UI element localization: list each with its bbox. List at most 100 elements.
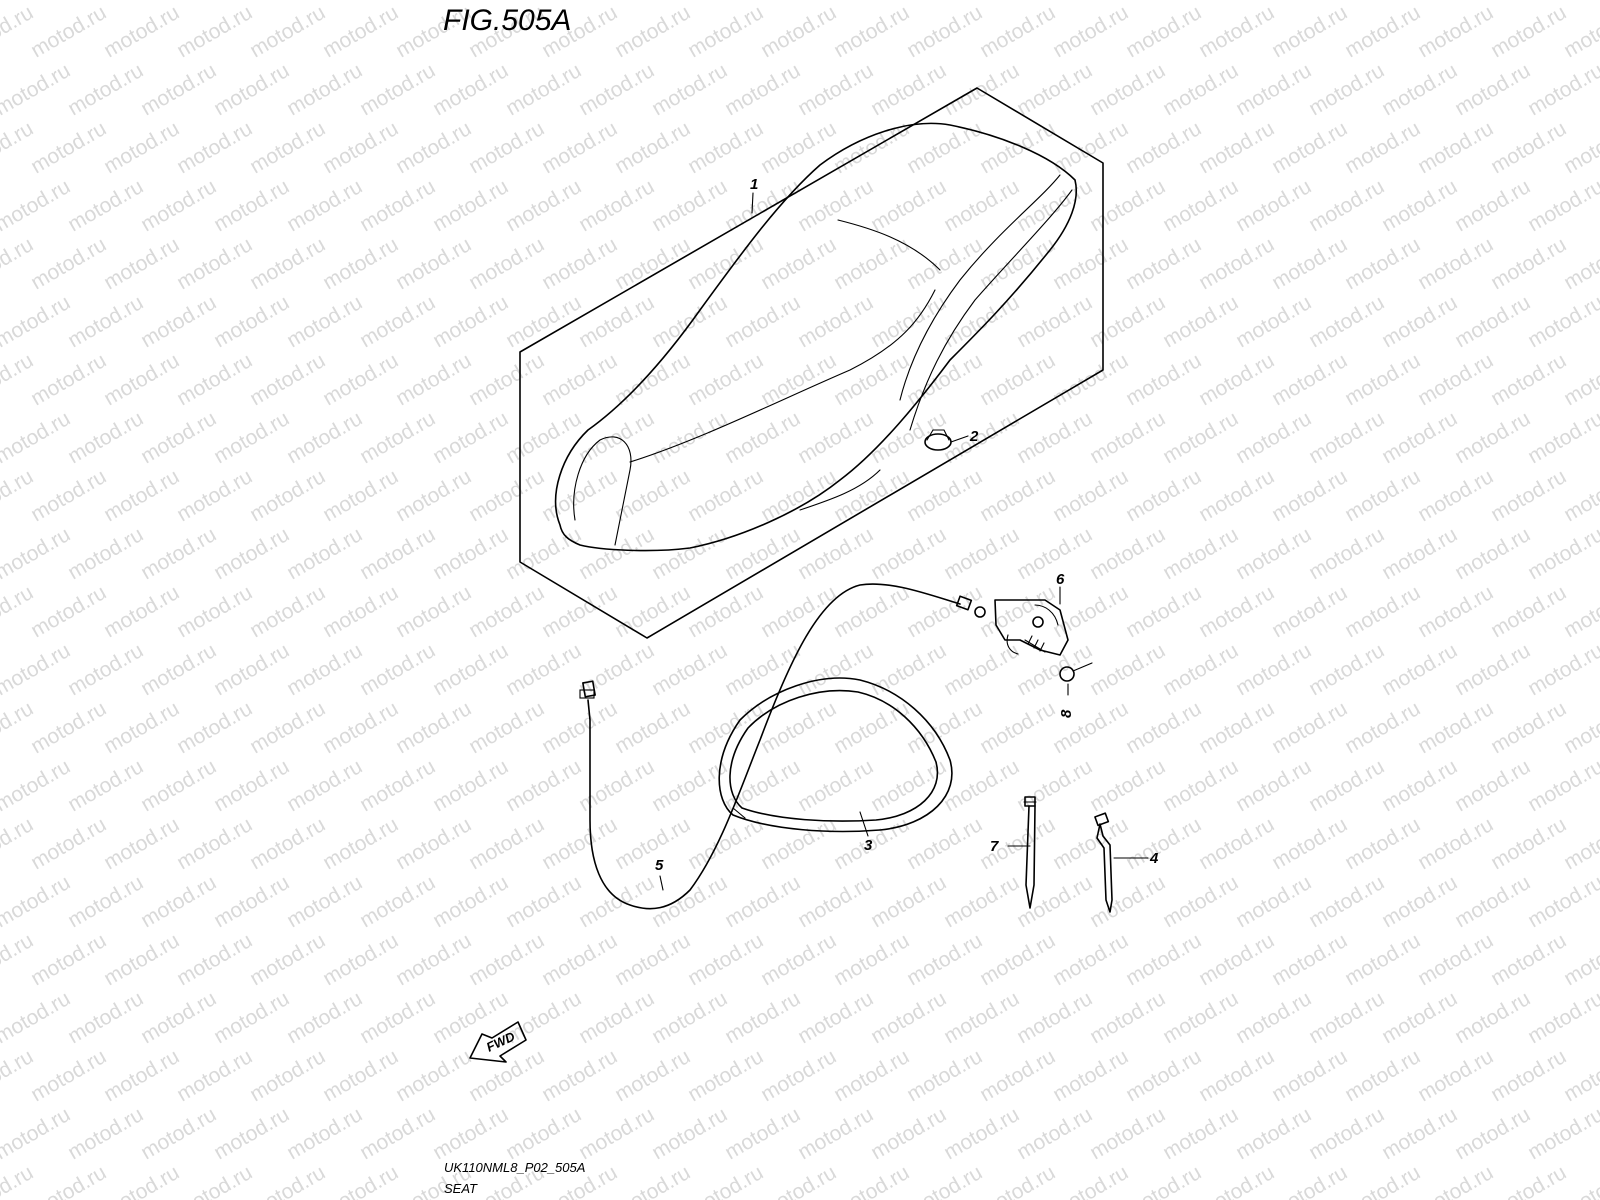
watermark-text: motod.ru	[903, 465, 986, 526]
watermark-text: motod.ru	[976, 465, 1059, 526]
watermark-text: motod.ru	[465, 581, 548, 642]
watermark-text: motod.ru	[465, 233, 548, 294]
watermark-text: motod.ru	[830, 1161, 913, 1200]
watermark-text: motod.ru	[1451, 407, 1534, 468]
watermark-text: motod.ru	[100, 465, 183, 526]
watermark-text: motod.ru	[210, 407, 293, 468]
watermark-text: motod.ru	[757, 697, 840, 758]
watermark-text: motod.ru	[465, 813, 548, 874]
watermark-text: motod.ru	[1305, 523, 1388, 584]
watermark-text: motod.ru	[27, 929, 110, 990]
watermark-text: motod.ru	[1560, 233, 1600, 294]
watermark-text: motod.ru	[1305, 59, 1388, 120]
watermark-text: motod.ru	[1487, 813, 1570, 874]
watermark-text: motod.ru	[575, 1103, 658, 1164]
watermark-text: motod.ru	[1487, 929, 1570, 990]
watermark-text: motod.ru	[538, 1045, 621, 1106]
watermark-text: motod.ru	[903, 1045, 986, 1106]
watermark-text: motod.ru	[0, 697, 37, 758]
watermark-text: motod.ru	[246, 581, 329, 642]
watermark-text: motod.ru	[64, 1103, 147, 1164]
watermark-text: motod.ru	[137, 987, 220, 1048]
watermark-text: motod.ru	[1268, 117, 1351, 178]
watermark-text: motod.ru	[283, 291, 366, 352]
watermark-text: motod.ru	[173, 1, 256, 62]
watermark-text: motod.ru	[1305, 0, 1388, 4]
watermark-text: motod.ru	[0, 639, 74, 700]
watermark-text: motod.ru	[0, 175, 74, 236]
watermark-text: motod.ru	[465, 697, 548, 758]
watermark-text: motod.ru	[1487, 581, 1570, 642]
watermark-text: motod.ru	[1560, 581, 1600, 642]
watermark-text: motod.ru	[173, 465, 256, 526]
watermark-text: motod.ru	[1305, 871, 1388, 932]
watermark-text: motod.ru	[1451, 291, 1534, 352]
watermark-text: motod.ru	[1451, 639, 1534, 700]
watermark-text: motod.ru	[1049, 581, 1132, 642]
watermark-text: motod.ru	[611, 697, 694, 758]
watermark-text: motod.ru	[1122, 349, 1205, 410]
watermark-text: motod.ru	[1122, 117, 1205, 178]
watermark-text: motod.ru	[1341, 117, 1424, 178]
watermark-text: motod.ru	[575, 871, 658, 932]
watermark-text: motod.ru	[757, 813, 840, 874]
callout-1: 1	[750, 176, 758, 193]
watermark-text: motod.ru	[1487, 1045, 1570, 1106]
watermark-text: motod.ru	[465, 465, 548, 526]
watermark-text: motod.ru	[757, 1161, 840, 1200]
watermark-text: motod.ru	[356, 1103, 439, 1164]
callout-3: 3	[864, 837, 873, 854]
callout-8: 8	[1058, 709, 1075, 718]
watermark-text: motod.ru	[137, 407, 220, 468]
watermark-text: motod.ru	[940, 987, 1023, 1048]
watermark-text: motod.ru	[27, 1, 110, 62]
watermark-text: motod.ru	[757, 465, 840, 526]
watermark-text: motod.ru	[100, 697, 183, 758]
watermark-text: motod.ru	[0, 523, 74, 584]
watermark-text: motod.ru	[1305, 175, 1388, 236]
watermark-text: motod.ru	[1268, 465, 1351, 526]
watermark-text: motod.ru	[319, 813, 402, 874]
watermark-text: motod.ru	[246, 697, 329, 758]
watermark-text: motod.ru	[1378, 291, 1461, 352]
watermark-text: motod.ru	[319, 929, 402, 990]
watermark-text: motod.ru	[940, 639, 1023, 700]
watermark-text: motod.ru	[538, 117, 621, 178]
watermark-text: motod.ru	[392, 233, 475, 294]
callout-4: 4	[1149, 850, 1159, 867]
watermark-text: motod.ru	[1122, 233, 1205, 294]
watermark-text: motod.ru	[1159, 987, 1242, 1048]
watermark-text: motod.ru	[1378, 871, 1461, 932]
watermark-text: motod.ru	[830, 929, 913, 990]
watermark-text: motod.ru	[1013, 175, 1096, 236]
watermark-text: motod.ru	[1086, 639, 1169, 700]
watermark-text: motod.ru	[429, 639, 512, 700]
watermark-text: motod.ru	[1378, 407, 1461, 468]
watermark-text: motod.ru	[648, 987, 731, 1048]
watermark-text: motod.ru	[940, 871, 1023, 932]
watermark-text: motod.ru	[27, 1161, 110, 1200]
watermark-text: motod.ru	[867, 987, 950, 1048]
watermark-text: motod.ru	[1524, 639, 1600, 700]
watermark-text: motod.ru	[1122, 929, 1205, 990]
watermark-text: motod.ru	[1013, 0, 1096, 4]
watermark-text: motod.ru	[1049, 1045, 1132, 1106]
callout-2: 2	[969, 428, 979, 445]
watermark-text: motod.ru	[1268, 349, 1351, 410]
watermark-text: motod.ru	[1159, 0, 1242, 4]
watermark-text: motod.ru	[1086, 407, 1169, 468]
watermark-text: motod.ru	[1451, 59, 1534, 120]
watermark-text: motod.ru	[392, 581, 475, 642]
watermark-text: motod.ru	[684, 465, 767, 526]
watermark-text: motod.ru	[246, 117, 329, 178]
watermark-text: motod.ru	[465, 1045, 548, 1106]
watermark-text: motod.ru	[648, 523, 731, 584]
watermark-text: motod.ru	[976, 1045, 1059, 1106]
watermark-text: motod.ru	[100, 1045, 183, 1106]
watermark-text: motod.ru	[1524, 0, 1600, 4]
watermark-text: motod.ru	[1268, 233, 1351, 294]
watermark-text: motod.ru	[830, 581, 913, 642]
watermark-text: motod.ru	[1268, 1161, 1351, 1200]
watermark-text: motod.ru	[1049, 233, 1132, 294]
watermark-text: motod.ru	[356, 175, 439, 236]
